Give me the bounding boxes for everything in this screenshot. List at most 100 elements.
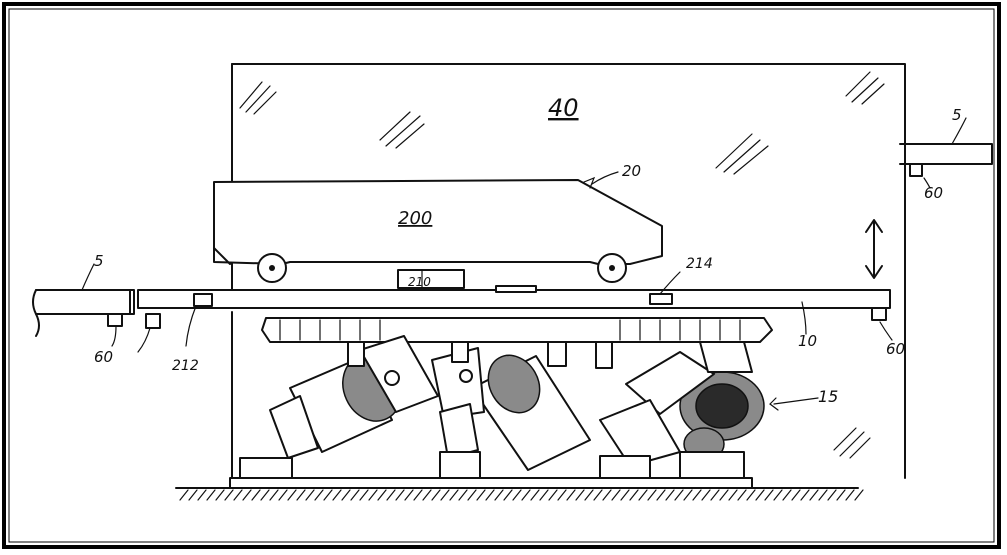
ground-hatch-mark (665, 489, 675, 501)
ground-hatch-mark (557, 489, 567, 501)
ground-hatch-mark (296, 489, 306, 501)
ground-hatch-mark (233, 489, 243, 501)
ground-hatch-mark (575, 489, 585, 501)
ground-hatch-mark (215, 489, 225, 501)
label-motion-base: 15 (818, 387, 838, 406)
ground-hatch-mark (332, 489, 342, 501)
ground-hatch-mark (818, 489, 828, 501)
track-right (899, 143, 993, 165)
ground-hatch-mark (602, 489, 612, 501)
sensor-210-block (397, 269, 465, 289)
support-left (107, 313, 123, 327)
ground-hatch-mark (269, 489, 279, 501)
ground-hatch-mark (683, 489, 693, 501)
ground-hatch-mark (746, 489, 756, 501)
ground-hatch-mark (728, 489, 738, 501)
vehicle-body (213, 179, 663, 265)
ground-hatch-mark (620, 489, 630, 501)
label-support-far-right: 60 (924, 184, 943, 202)
vehicle-wheel-rear (257, 253, 287, 283)
ground-hatch-mark (413, 489, 423, 501)
ground-hatch-mark (692, 489, 702, 501)
ground-hatch-mark (323, 489, 333, 501)
ground-hatch-mark (386, 489, 396, 501)
ground-hatch-mark (440, 489, 450, 501)
figure-border (2, 2, 1001, 549)
ground-hatch-mark (179, 489, 189, 501)
ground-hatch-mark (404, 489, 414, 501)
label-support-mid-right: 60 (886, 340, 905, 358)
ground-hatch-mark (287, 489, 297, 501)
ground-hatch-mark (305, 489, 315, 501)
ground-hatch-mark (647, 489, 657, 501)
ground-hatch-mark (458, 489, 468, 501)
ground-hatch-mark (764, 489, 774, 501)
ground-hatch-mark (782, 489, 792, 501)
ground-hatch-mark (197, 489, 207, 501)
ground-hatch-mark (836, 489, 846, 501)
ground-hatch-mark (809, 489, 819, 501)
ground-hatch-mark (719, 489, 729, 501)
ground-hatch-mark (701, 489, 711, 501)
ground-hatch-mark (251, 489, 261, 501)
ground-hatch-mark (755, 489, 765, 501)
support-mid-right (871, 307, 887, 321)
sensor-214 (649, 293, 673, 305)
ground-hatch-mark (512, 489, 522, 501)
label-platform: 10 (798, 332, 817, 350)
vertical-motion-arrow (865, 219, 883, 279)
ground-base (175, 477, 864, 501)
track-left (32, 289, 135, 337)
ground-hatch-mark (800, 489, 810, 501)
ground-hatch-mark (350, 489, 360, 501)
ground-hatch-mark (224, 489, 234, 501)
label-vehicle-pointer: 20 (622, 162, 641, 180)
ground-hatch-mark (449, 489, 459, 501)
ground-hatch-mark (629, 489, 639, 501)
platform (137, 285, 891, 309)
ground-hatch-mark (638, 489, 648, 501)
ground-hatch-mark (530, 489, 540, 501)
ground-hatch-mark (584, 489, 594, 501)
hexapod-actuators (239, 335, 765, 481)
ground-hatch-mark (737, 489, 747, 501)
ground-hatch-mark (431, 489, 441, 501)
ground-hatch-mark (827, 489, 837, 501)
ground-hatch-mark (521, 489, 531, 501)
label-sensor-right: 214 (686, 256, 713, 272)
sensor-212 (193, 293, 213, 307)
label-track-left: 5 (94, 252, 104, 270)
ground-hatch-mark (494, 489, 504, 501)
motion-base-turntable (261, 317, 773, 343)
vehicle-wheel-front (597, 253, 627, 283)
ground-hatch-mark (773, 489, 783, 501)
label-sensor-mid: 210 (408, 275, 431, 289)
ground-hatch-mark (791, 489, 801, 501)
ground-hatch-mark (611, 489, 621, 501)
ground-hatch-mark (206, 489, 216, 501)
label-support-left: 60 (94, 348, 113, 366)
ground-hatch-mark (314, 489, 324, 501)
figure-inner-border (8, 8, 995, 543)
ground-hatch-mark (278, 489, 288, 501)
ground-hatch-mark (368, 489, 378, 501)
ground-hatch-mark (503, 489, 513, 501)
ground-hatch-mark (566, 489, 576, 501)
ground-hatch-mark (710, 489, 720, 501)
ground-hatch-mark (359, 489, 369, 501)
ground-hatch-mark (476, 489, 486, 501)
support-left-2 (145, 313, 161, 329)
label-sensor-left: 212 (172, 358, 199, 374)
ground-hatch-mark (854, 489, 864, 501)
ground-hatch-mark (377, 489, 387, 501)
ground-hatch-mark (485, 489, 495, 501)
ground-hatch-mark (539, 489, 549, 501)
ground-hatch-mark (656, 489, 666, 501)
label-chamber: 40 (548, 94, 579, 122)
support-far-right (909, 163, 923, 177)
ground-hatch-mark (341, 489, 351, 501)
ground-hatch-mark (422, 489, 432, 501)
ground-hatch-mark (260, 489, 270, 501)
